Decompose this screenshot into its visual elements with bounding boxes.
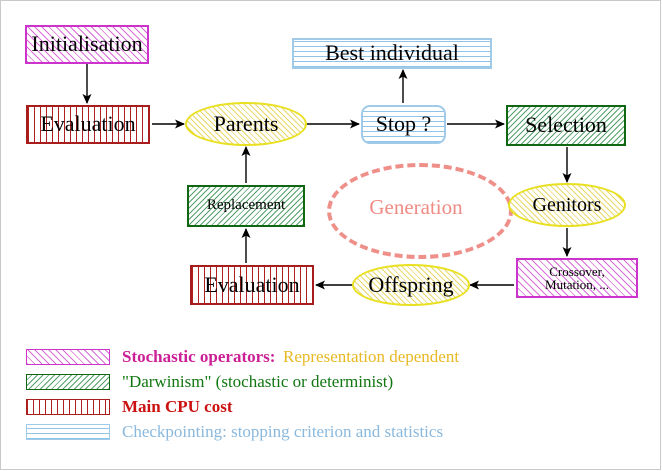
node-best-individual[interactable]: Best individual (292, 38, 492, 69)
node-best-individual-label: Best individual (325, 40, 459, 66)
node-selection-label: Selection (525, 112, 607, 138)
node-offspring[interactable]: Offspring (352, 264, 470, 306)
legend-swatch-darwinism (26, 373, 110, 390)
legend-swatch-checkpointing (26, 423, 110, 440)
node-genitors[interactable]: Genitors (508, 183, 626, 227)
node-evaluation-top[interactable]: Evaluation (26, 105, 150, 144)
legend-label-main-cpu-cost: Main CPU cost (122, 396, 233, 416)
node-selection[interactable]: Selection (506, 105, 626, 146)
node-stop[interactable]: Stop ? (361, 105, 446, 144)
node-replacement[interactable]: Replacement (187, 185, 305, 227)
node-crossover-mutation[interactable]: Crossover, Mutation, ... (516, 258, 638, 298)
node-crossover-label-line1: Crossover, (549, 263, 605, 279)
node-initialisation[interactable]: Initialisation (25, 25, 149, 64)
node-genitors-label: Genitors (532, 193, 602, 216)
node-generation: Generation (327, 163, 505, 251)
legend-label-checkpointing: Checkpointing: stopping criterion and st… (122, 421, 444, 441)
node-evaluation-bottom-label: Evaluation (204, 271, 300, 297)
node-evaluation-top-label: Evaluation (40, 111, 136, 137)
legend: Stochastic operators: Representation dep… (0, 344, 662, 444)
legend-label-stochastic-operators: Stochastic operators: (122, 346, 276, 366)
node-evaluation-bottom[interactable]: Evaluation (190, 265, 314, 305)
legend-swatch-main-cpu-cost (26, 398, 110, 415)
node-offspring-label: Offspring (368, 271, 454, 297)
node-generation-label: Generation (369, 194, 463, 219)
legend-row: Stochastic operators: Representation dep… (0, 344, 662, 369)
node-parents[interactable]: Parents (185, 102, 307, 146)
legend-label-representation-dependent: Representation dependent (283, 346, 460, 366)
legend-label-darwinism: "Darwinism" (stochastic or determinist) (122, 371, 394, 391)
node-initialisation-label: Initialisation (31, 31, 143, 57)
node-stop-label: Stop ? (375, 111, 432, 137)
legend-swatch-stochastic-operators (26, 348, 110, 365)
node-replacement-label: Replacement (206, 197, 286, 214)
node-crossover-label-line2: Mutation, ... (545, 277, 609, 292)
node-parents-label: Parents (213, 110, 279, 136)
legend-row: Main CPU cost (0, 394, 662, 419)
legend-row: Checkpointing: stopping criterion and st… (0, 419, 662, 444)
legend-row: "Darwinism" (stochastic or determinist) (0, 369, 662, 394)
